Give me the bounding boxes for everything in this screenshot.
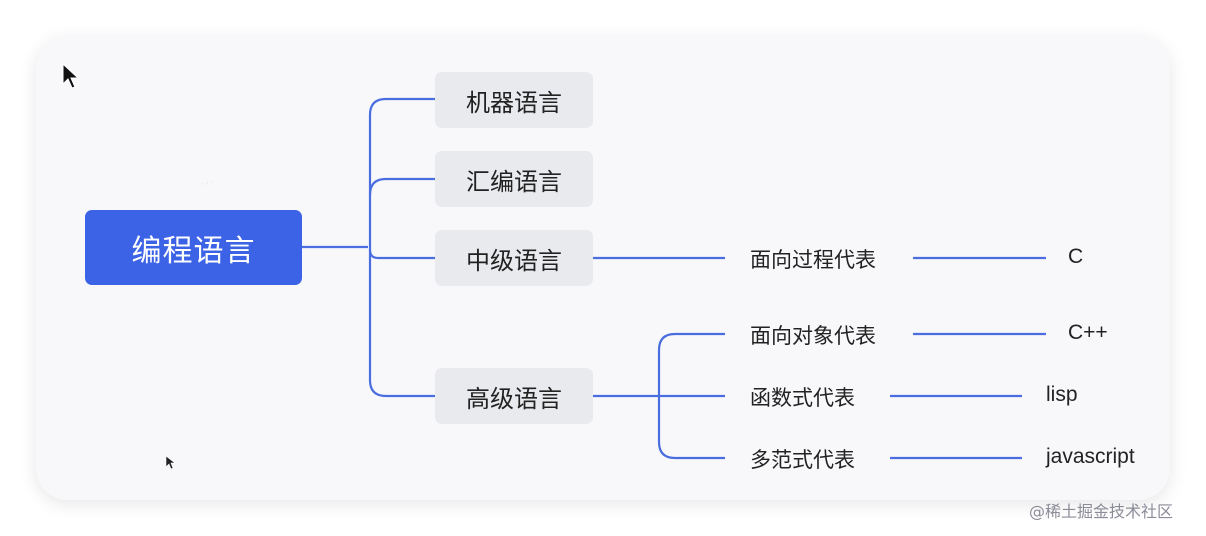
leaf-object-oriented[interactable]: 面向对象代表: [750, 324, 876, 348]
small-cursor-icon: [165, 455, 176, 470]
example-javascript[interactable]: javascript: [1046, 445, 1135, 468]
branch-high-level-language[interactable]: 高级语言: [435, 368, 593, 424]
source-credit: @稀土掘金技术社区: [1029, 502, 1174, 521]
example-c[interactable]: C: [1068, 245, 1084, 268]
leaf-procedural[interactable]: 面向过程代表: [750, 248, 876, 272]
root-node[interactable]: 编程语言: [85, 210, 302, 285]
connector-assembly: [368, 177, 435, 196]
arrow-cursor-icon: [62, 62, 80, 89]
connector-mid: [368, 247, 435, 260]
leaf-functional[interactable]: 函数式代表: [750, 386, 855, 410]
connector-high: [368, 250, 435, 398]
example-lisp[interactable]: lisp: [1046, 383, 1078, 406]
branch-machine-language[interactable]: 机器语言: [435, 72, 593, 128]
example-cpp[interactable]: C++: [1068, 321, 1108, 344]
leaf-multi-paradigm[interactable]: 多范式代表: [750, 448, 855, 472]
connector-machine: [368, 97, 435, 247]
branch-assembly-language[interactable]: 汇编语言: [435, 151, 593, 207]
branch-mid-level-language[interactable]: 中级语言: [435, 230, 593, 286]
